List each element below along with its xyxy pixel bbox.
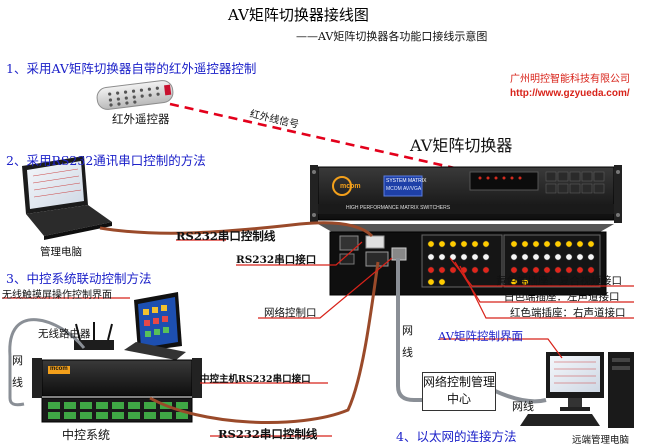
brand-logo-ctrl: mcom: [50, 366, 68, 372]
laptop-icon: [22, 156, 112, 240]
net-line-left-label: 网线: [12, 354, 23, 389]
rs232-port-label: RS232串口接口: [236, 254, 317, 266]
wireless-router-label: 无线路由器: [38, 328, 91, 340]
network-cable-right: [396, 258, 422, 402]
matrix-title: AV矩阵切换器: [410, 136, 513, 155]
net-line-mid-label: 网线: [402, 324, 413, 359]
remote-control-icon: [96, 80, 174, 110]
touch-ui-label: 无线触摸屏操作控制界面: [2, 290, 112, 301]
white-socket-label: 白色端插座：左声道接口: [504, 291, 620, 303]
panel-line-1: SYSTEM MATRIX: [386, 178, 427, 184]
net-line-bottom-label: 网线: [512, 400, 534, 413]
method-2-heading: 2、采用RS232通讯串口控制的方法: [6, 153, 206, 168]
network-cable-bottom: [492, 388, 547, 404]
callout-lines: [2, 239, 634, 437]
panel-line-2: MCOM AV/VGA: [386, 186, 422, 192]
red-socket-label: 红色端插座：右声道接口: [510, 307, 626, 319]
rs232-line-top-label: RS232串口控制线: [176, 229, 276, 243]
company-url[interactable]: http://www.gzyueda.com/: [510, 88, 630, 99]
desktop-pc-icon: [520, 352, 634, 428]
method-1-heading: 1、采用AV矩阵切换器自带的红外遥控器控制: [6, 61, 257, 76]
page-title: AV矩阵切换器接线图: [228, 6, 369, 24]
ir-signal-line: [169, 102, 469, 173]
network-cable-left-lower: [8, 356, 25, 407]
ui-title-label: AV矩阵控制界面: [438, 329, 524, 343]
method-3-heading: 3、中控系统联动控制方法: [6, 271, 152, 286]
rs232-line-bottom-label: RS232串口控制线: [218, 427, 318, 441]
remote-pc-label: 远端管理电脑: [572, 435, 630, 446]
page-subtitle: ——AV矩阵切换器各功能口接线示意图: [296, 30, 488, 43]
net-port-label: 网络控制口: [264, 307, 317, 319]
rs232-cable-top: [99, 221, 374, 238]
brand-logo-front: mcom: [340, 183, 361, 190]
front-strip-text: HIGH PERFORMANCE MATRIX SWITCHERS: [346, 205, 451, 211]
company-name: 广州明控智能科技有限公司: [510, 74, 630, 85]
rs232-cable-bottom: [149, 261, 380, 424]
method-4-heading: 4、以太网的连接方法: [396, 429, 517, 444]
wireless-router-icon: [74, 322, 114, 350]
ctrl-system-label: 中控系统: [62, 428, 111, 442]
yellow-socket-label: 黄色端插座：复合视频接口: [496, 275, 622, 287]
control-host-device: [32, 358, 202, 423]
touch-screen-icon: [124, 292, 186, 360]
net-center-box: 网络控制管理中心: [422, 372, 496, 411]
network-cable-left: [8, 318, 86, 357]
pc-label: 管理电脑: [40, 246, 82, 258]
ctrl-host-port-label: 中控主机RS232串口接口: [200, 374, 311, 385]
matrix-front-panel: [310, 165, 622, 223]
remote-label: 红外遥控器: [112, 112, 170, 126]
